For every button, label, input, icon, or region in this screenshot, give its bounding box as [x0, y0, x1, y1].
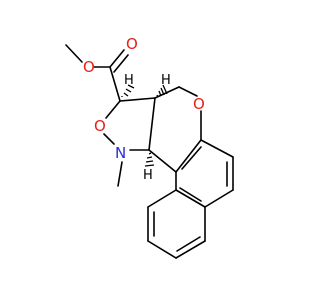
oxygen-pyran-label: O — [193, 95, 205, 113]
stereo-wedge-c3a — [156, 84, 168, 98]
bond-c3a-c3 — [119, 97, 156, 102]
bond-c5a-c6 — [200, 139, 234, 158]
oxygen-ester-label: O — [83, 58, 95, 76]
bond-o-n — [103, 133, 115, 145]
molecule-structure: O O O N O H H H — [65, 35, 234, 259]
hydrogen-c3-label: H — [124, 73, 134, 88]
bond-n-methyl — [117, 161, 123, 187]
bond-carbonyl-c3 — [109, 66, 121, 102]
bond-c10a-c5a — [175, 139, 202, 173]
hydrogen-c3a-label: H — [161, 73, 171, 88]
atom-label-layer: O O O N O H H H — [83, 35, 205, 183]
bond-c7a-c11a-inner — [179, 187, 202, 202]
bond-c12-c13 — [147, 240, 177, 259]
bond-c11a-c11 — [147, 189, 177, 208]
bond-c9b-c3a — [148, 97, 156, 151]
bond-c7-c7a — [204, 189, 234, 208]
bond-methyl-o — [65, 44, 83, 63]
bond-c3-o — [105, 100, 121, 119]
molecule-canvas: O O O N O H H H — [65, 35, 234, 259]
stereo-wedge-c9b — [144, 152, 155, 167]
oxygen-carbonyl-label: O — [126, 35, 138, 53]
bond-c13-c14 — [175, 240, 206, 259]
bond-c9b-c10a — [148, 149, 177, 173]
bond-c10a-c5a-inner — [181, 146, 202, 170]
nitrogen-label: N — [115, 144, 126, 162]
oxygen-isoxazolidine-label: O — [94, 117, 106, 135]
bond-c7a-c11a — [175, 189, 206, 208]
bond-ch2-o — [178, 86, 198, 97]
hydrogen-c9b-label: H — [143, 168, 153, 183]
bond-carbonyl-double-a — [109, 49, 125, 68]
stereo-wedge-c3 — [121, 84, 135, 97]
bond-c13-c14-inner — [176, 236, 201, 252]
bond-carbonyl-double-b — [113, 54, 129, 73]
bond-layer — [65, 44, 234, 259]
